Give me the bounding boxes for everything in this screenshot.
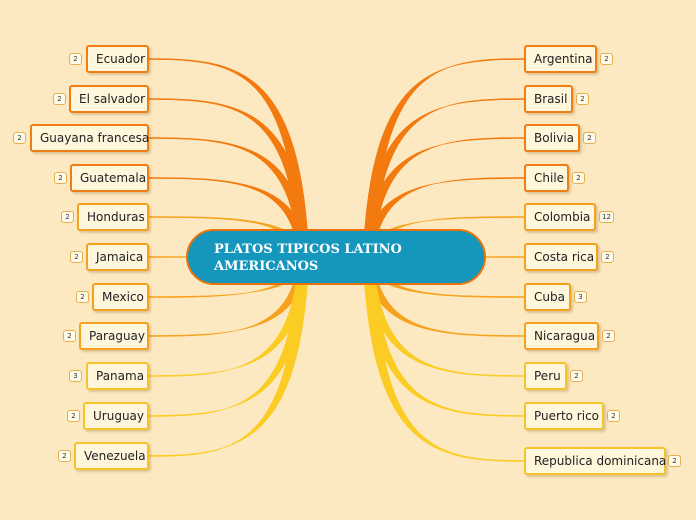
count-badge[interactable]: 2 <box>67 410 80 422</box>
topic-label: Republica dominicana <box>534 454 667 468</box>
topic-paraguay[interactable]: Paraguay <box>79 322 149 350</box>
topic-label: Guayana francesa <box>40 131 150 145</box>
topic-label: Panama <box>96 369 145 383</box>
topic-label: Ecuador <box>96 52 146 66</box>
topic-label: Jamaica <box>96 250 144 264</box>
topic-jamaica[interactable]: Jamaica <box>86 243 149 271</box>
topic-label: Honduras <box>87 210 145 224</box>
topic-honduras[interactable]: Honduras <box>77 203 149 231</box>
topic-ecuador[interactable]: Ecuador <box>86 45 149 73</box>
topic-costa-rica[interactable]: Costa rica <box>524 243 598 271</box>
count-badge[interactable]: 2 <box>572 172 585 184</box>
topic-label: Argentina <box>534 52 593 66</box>
topic-republica-dominicana[interactable]: Republica dominicana <box>524 447 666 475</box>
topic-chile[interactable]: Chile <box>524 164 569 192</box>
topic-uruguay[interactable]: Uruguay <box>83 402 149 430</box>
topic-puerto-rico[interactable]: Puerto rico <box>524 402 604 430</box>
topic-bolivia[interactable]: Bolivia <box>524 124 580 152</box>
topic-venezuela[interactable]: Venezuela <box>74 442 149 470</box>
topic-label: Chile <box>534 171 565 185</box>
topic-guatemala[interactable]: Guatemala <box>70 164 149 192</box>
topic-argentina[interactable]: Argentina <box>524 45 597 73</box>
count-badge[interactable]: 2 <box>668 455 681 467</box>
left-branch-connector <box>148 256 310 457</box>
central-topic[interactable]: PLATOS TIPICOS LATINO AMERICANOS <box>186 229 486 285</box>
count-badge[interactable]: 2 <box>69 53 82 65</box>
left-branch-connector <box>148 98 310 258</box>
topic-label: Peru <box>534 369 561 383</box>
topic-label: Costa rica <box>534 250 595 264</box>
topic-panama[interactable]: Panama <box>86 362 149 390</box>
left-branch-connector <box>148 137 310 258</box>
count-badge[interactable]: 2 <box>58 450 71 462</box>
count-badge[interactable]: 2 <box>13 132 26 144</box>
topic-label: Guatemala <box>80 171 147 185</box>
count-badge[interactable]: 2 <box>76 291 89 303</box>
topic-mexico[interactable]: Mexico <box>92 283 149 311</box>
count-badge[interactable]: 2 <box>583 132 596 144</box>
count-badge[interactable]: 2 <box>53 93 66 105</box>
topic-el-salvador[interactable]: El salvador <box>69 85 149 113</box>
count-badge[interactable]: 3 <box>69 370 82 382</box>
count-badge[interactable]: 2 <box>607 410 620 422</box>
topic-cuba[interactable]: Cuba <box>524 283 571 311</box>
topic-label: Mexico <box>102 290 144 304</box>
left-branch-connector <box>148 177 310 258</box>
topic-label: Brasil <box>534 92 568 106</box>
count-badge[interactable]: 2 <box>600 53 613 65</box>
topic-guayana-francesa[interactable]: Guayana francesa <box>30 124 149 152</box>
count-badge[interactable]: 2 <box>70 251 83 263</box>
count-badge[interactable]: 2 <box>601 251 614 263</box>
topic-label: Uruguay <box>93 409 144 423</box>
topic-brasil[interactable]: Brasil <box>524 85 573 113</box>
count-badge[interactable]: 2 <box>570 370 583 382</box>
count-badge[interactable]: 2 <box>576 93 589 105</box>
count-badge[interactable]: 12 <box>599 211 614 223</box>
count-badge[interactable]: 2 <box>54 172 67 184</box>
topic-label: Bolivia <box>534 131 575 145</box>
left-branch-connector <box>148 58 310 258</box>
topic-label: Venezuela <box>84 449 146 463</box>
topic-label: Colombia <box>534 210 591 224</box>
count-badge[interactable]: 2 <box>602 330 615 342</box>
topic-label: Paraguay <box>89 329 146 343</box>
topic-label: Nicaragua <box>534 329 596 343</box>
count-badge[interactable]: 2 <box>61 211 74 223</box>
topic-label: Cuba <box>534 290 565 304</box>
central-topic-title: PLATOS TIPICOS LATINO AMERICANOS <box>214 242 402 274</box>
topic-nicaragua[interactable]: Nicaragua <box>524 322 599 350</box>
topic-label: Puerto rico <box>534 409 600 423</box>
count-badge[interactable]: 3 <box>574 291 587 303</box>
count-badge[interactable]: 2 <box>63 330 76 342</box>
topic-peru[interactable]: Peru <box>524 362 567 390</box>
topic-colombia[interactable]: Colombia <box>524 203 596 231</box>
topic-label: El salvador <box>79 92 146 106</box>
